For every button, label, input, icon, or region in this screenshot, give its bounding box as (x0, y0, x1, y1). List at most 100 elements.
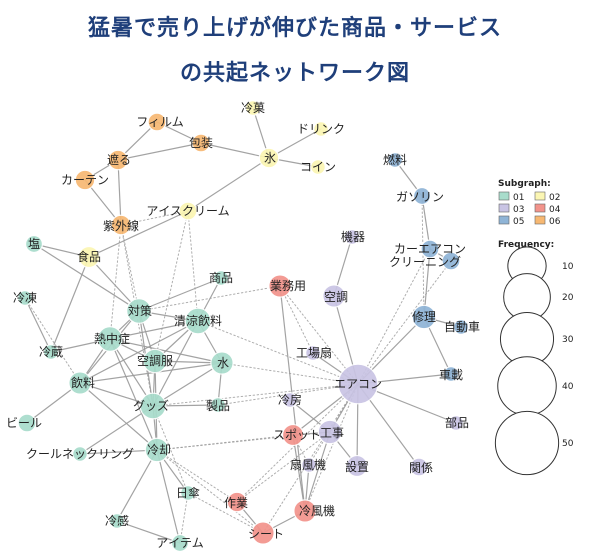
node-gasoline (412, 186, 432, 206)
node-label-shuri: 修理 (412, 309, 436, 324)
node-setchi (345, 454, 369, 478)
node-seiryou (184, 307, 212, 335)
node-kuchou (322, 284, 346, 308)
node-labels: エアコン空調機器工事設置関係部品工場扇扇風機冷房業務用スポット冷風機作業シート修… (6, 101, 480, 550)
edge-taisaku-shouhin (138, 277, 222, 312)
node-label-higasa: 日傘 (176, 486, 200, 500)
node-shokuhin (77, 245, 101, 269)
node-label-coolneck: クールネックリング (26, 447, 134, 461)
edge-shokuhin-icecream (88, 210, 189, 258)
node-label-reikyaku: 冷却 (147, 443, 171, 457)
edge-reitou-reizou (24, 297, 52, 353)
node-label-drink: ドリンク (297, 122, 345, 136)
node-buhin (448, 415, 464, 431)
edge-necchuu-reikyaku (109, 338, 158, 451)
node-label-housou: 包装 (189, 136, 213, 150)
node-reizou (43, 344, 59, 360)
legend-swatch-06 (534, 215, 546, 225)
nodes-layer: エアコン空調機器工事設置関係部品工場扇扇風機冷房業務用スポット冷風機作業シート修… (6, 100, 480, 553)
node-film (147, 112, 167, 132)
node-sakugyou (226, 491, 248, 513)
node-reika (245, 100, 261, 116)
node-label-goods: グッズ (133, 398, 169, 413)
edge-mizu-inryou (79, 362, 223, 384)
node-label-necchuu: 熱中症 (94, 331, 130, 346)
edge-koori-housou (200, 142, 270, 159)
node-goods (139, 392, 167, 420)
edge-seiryou-necchuu (109, 320, 199, 340)
legend-swatch-01 (498, 191, 510, 201)
node-label-shigaisen: 紫外線 (103, 218, 139, 233)
edge-eakon-reifuki (304, 383, 359, 512)
node-label-reitou: 冷凍 (13, 291, 37, 305)
legend-subgraph-label-06: 06 (549, 217, 561, 227)
node-necchuu (97, 326, 123, 352)
node-label-kouji: 工事 (320, 426, 344, 440)
node-shigaisen (110, 214, 132, 236)
title-line-1: 猛暑で売り上げが伸びた商品・サービス (87, 16, 502, 41)
edge-reikyaku-sheet (156, 449, 264, 534)
node-label-shouhin: 商品 (209, 270, 233, 285)
title-line-2: の共起ネットワーク図 (179, 61, 410, 86)
edge-eakon-seihin (217, 383, 359, 406)
edge-goods-mizu (152, 362, 223, 407)
edge-shigaisen-necchuu (109, 224, 122, 340)
node-kuuchoufuku (142, 348, 168, 374)
edge-reikyaku-reikan (116, 449, 158, 522)
edge-eakon-carakon (357, 248, 431, 385)
node-label-reibou: 冷房 (278, 392, 302, 407)
node-label-kuchou: 空調 (324, 290, 348, 304)
legend-subgraph-label-02: 02 (549, 193, 560, 203)
node-reikan (109, 513, 125, 529)
edge-goods-seiryou (152, 320, 199, 407)
node-reitou (17, 290, 33, 306)
node-housou (191, 133, 211, 153)
node-label-icecream: アイスクリーム (146, 204, 229, 218)
node-label-cleaning: クリーニング (389, 255, 461, 269)
node-circles (17, 100, 469, 553)
node-koujousen (305, 345, 321, 361)
edge-inryou-reikyaku (79, 382, 158, 451)
edge-seiryou-inryou (79, 320, 199, 384)
edge-eakon-gyomuyou (279, 285, 359, 385)
edge-taisaku-gyomuyou (138, 285, 281, 312)
node-shouhin (213, 270, 229, 286)
node-label-seihin: 製品 (206, 399, 230, 413)
edge-kouji-sakugyou (236, 431, 331, 503)
node-label-eakon: エアコン (334, 377, 382, 391)
legend-frequency-label-50: 50 (562, 439, 574, 449)
legend-frequency-label-30: 30 (562, 335, 574, 345)
legend-subgraph-label-01: 01 (513, 193, 524, 203)
edge-higasa-item (179, 492, 189, 544)
node-sheet (251, 521, 275, 545)
node-label-saegiru: 遮る (107, 152, 131, 167)
node-kankei (409, 457, 429, 477)
edge-gasoline-shuri (421, 195, 425, 318)
node-eakon (337, 363, 379, 405)
node-cleaning (441, 251, 461, 271)
edge-goods-higasa (152, 405, 189, 494)
node-nenryou (387, 152, 403, 168)
node-label-kiki: 機器 (341, 229, 365, 244)
node-label-reikan: 冷感 (105, 513, 129, 528)
node-curtain (74, 169, 96, 191)
node-beer (17, 413, 37, 433)
edge-eakon-goods (152, 383, 359, 407)
node-label-taisaku: 対策 (128, 304, 152, 318)
edge-housou-saegiru (117, 142, 202, 161)
node-item (170, 533, 190, 553)
legend-frequency-title: Frequency: (498, 240, 554, 250)
legend-frequency-label-10: 10 (562, 262, 574, 272)
legend-frequency-label-40: 40 (562, 382, 574, 392)
legend-frequency-circle-50 (494, 410, 560, 476)
edge-kouji-reifuki (304, 431, 331, 512)
node-gyomuyou (268, 274, 292, 298)
node-label-koori: 氷 (264, 151, 276, 165)
edge-saegiru-shigaisen (117, 159, 122, 226)
node-label-jidousha: 自動車 (444, 320, 480, 334)
node-label-reifuki: 冷風機 (299, 503, 335, 518)
edge-necchuu-mizu (109, 338, 223, 364)
